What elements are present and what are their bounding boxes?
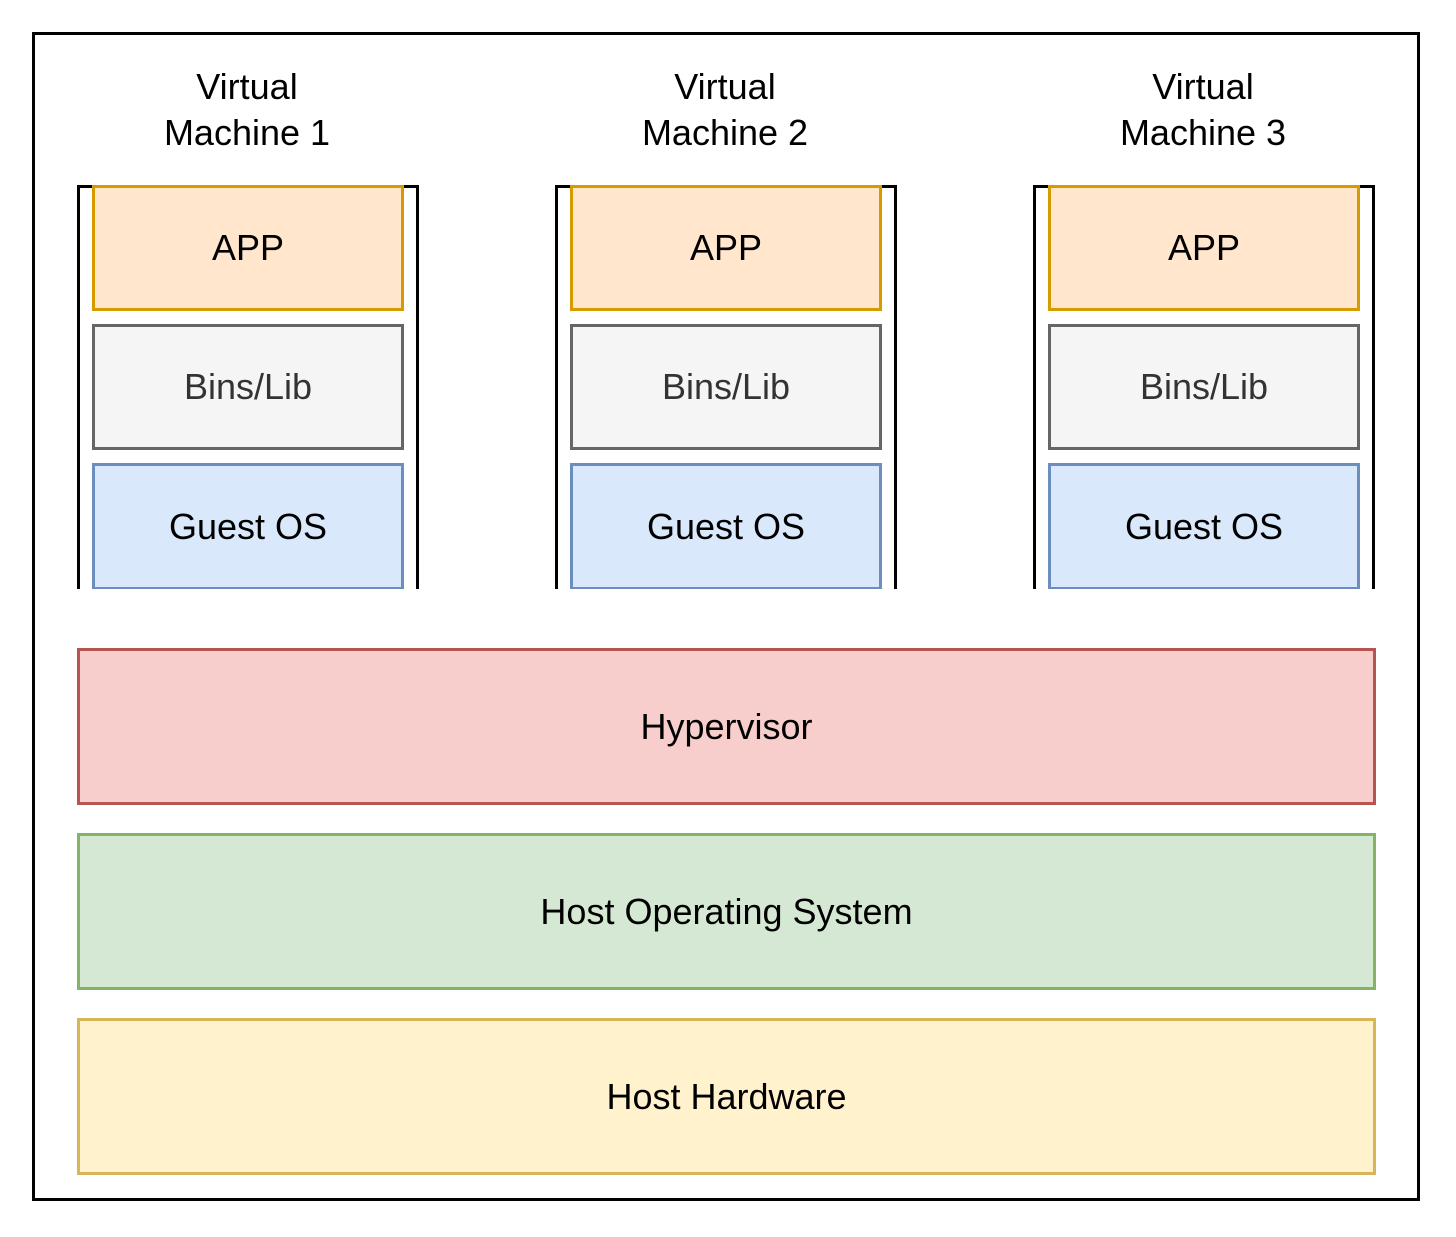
vm-1-bins-label: Bins/Lib — [183, 366, 313, 407]
host-os-label: Host Operating System — [540, 890, 913, 932]
vm-2-guest-os-layer: Guest OS — [570, 463, 882, 589]
vm-2-title: Virtual Machine 2 — [565, 64, 885, 156]
vm-1-guest-os-label: Guest OS — [168, 505, 328, 547]
vm-2-bins-layer: Bins/Lib — [570, 324, 882, 450]
vm-1-title-line2: Machine 1 — [163, 112, 331, 153]
vm-3-title: Virtual Machine 3 — [1043, 64, 1363, 156]
vm-1-title: Virtual Machine 1 — [87, 64, 407, 156]
vm-2-app-label: APP — [689, 227, 763, 268]
vm-2-title-line1: Virtual — [674, 66, 776, 107]
vm-1-bins-layer: Bins/Lib — [92, 324, 404, 450]
vm-2-app-layer: APP — [570, 185, 882, 311]
vm-3-bins-label: Bins/Lib — [1139, 366, 1269, 407]
vm-3-title-line2: Machine 3 — [1119, 112, 1287, 153]
vm-1-title-line1: Virtual — [196, 66, 298, 107]
vm-1-app-label: APP — [211, 227, 285, 268]
vm-2-guest-os-label: Guest OS — [646, 505, 806, 547]
vm-1-app-layer: APP — [92, 185, 404, 311]
vm-3-app-layer: APP — [1048, 185, 1360, 311]
vm-1-guest-os-layer: Guest OS — [92, 463, 404, 589]
vm-2-title-line2: Machine 2 — [641, 112, 809, 153]
vm-3-guest-os-label: Guest OS — [1124, 505, 1284, 547]
host-os-layer: Host Operating System — [77, 833, 1376, 990]
vm-3-app-label: APP — [1167, 227, 1241, 268]
host-hardware-layer: Host Hardware — [77, 1018, 1376, 1175]
vm-3-bins-layer: Bins/Lib — [1048, 324, 1360, 450]
hypervisor-layer: Hypervisor — [77, 648, 1376, 805]
hypervisor-label: Hypervisor — [640, 705, 813, 747]
vm-3-guest-os-layer: Guest OS — [1048, 463, 1360, 589]
vm-3-title-line1: Virtual — [1152, 66, 1254, 107]
vm-2-bins-label: Bins/Lib — [661, 366, 791, 407]
host-hardware-label: Host Hardware — [606, 1075, 847, 1117]
